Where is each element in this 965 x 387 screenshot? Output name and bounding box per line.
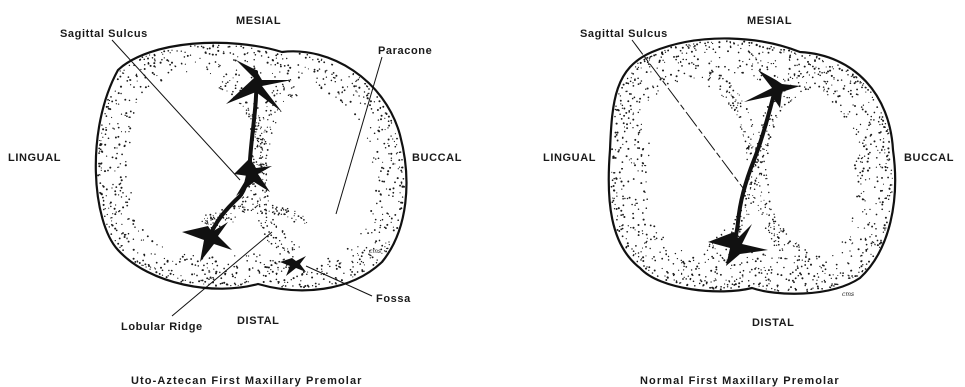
right-artist-mark: cms bbox=[842, 291, 854, 298]
left-lingual-label: LINGUAL bbox=[8, 152, 61, 164]
right-mesial-label: MESIAL bbox=[747, 15, 792, 27]
left-sagittal-sulcus-label: Sagittal Sulcus bbox=[60, 28, 148, 40]
right-diagram: MESIAL Sagittal Sulcus LINGUAL BUCCAL DI… bbox=[543, 15, 954, 387]
left-lobular-ridge-label: Lobular Ridge bbox=[121, 321, 203, 333]
right-buccal-label: BUCCAL bbox=[904, 152, 954, 164]
left-caption: Uto-Aztecan First Maxillary Premolar bbox=[131, 375, 363, 387]
right-distal-label: DISTAL bbox=[752, 317, 795, 329]
left-diagram: MESIAL Sagittal Sulcus Paracone LINGUAL … bbox=[8, 15, 462, 387]
left-fossa-label: Fossa bbox=[376, 293, 411, 305]
left-buccal-label: BUCCAL bbox=[412, 152, 462, 164]
left-paracone-label: Paracone bbox=[378, 45, 432, 57]
right-sagittal-sulcus-label: Sagittal Sulcus bbox=[580, 28, 668, 40]
left-mesial-label: MESIAL bbox=[236, 15, 281, 27]
right-caption: Normal First Maxillary Premolar bbox=[640, 375, 840, 387]
left-artist-mark: cms bbox=[369, 248, 381, 255]
right-lingual-label: LINGUAL bbox=[543, 152, 596, 164]
left-distal-label: DISTAL bbox=[237, 315, 280, 327]
